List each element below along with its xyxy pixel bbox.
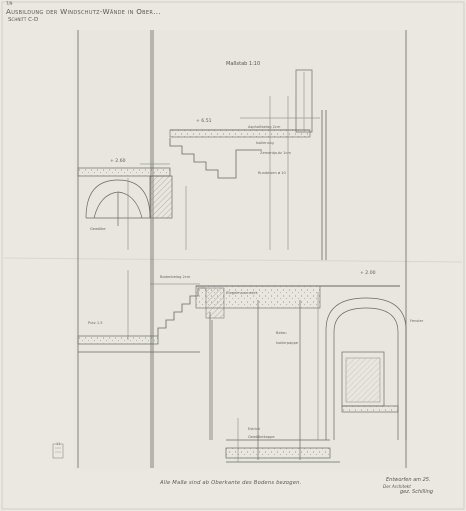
annotation-c: Zementputz 1cm — [260, 151, 291, 155]
upper-dimensions — [127, 96, 320, 250]
lower-stair — [157, 287, 206, 336]
lower-dimensions — [127, 270, 319, 462]
scale-label: Maßstab 1:10 — [226, 61, 261, 67]
annotation-b: Isolierung — [256, 141, 274, 145]
bottom-note: Alle Maße sind ab Oberkante des Bodens b… — [160, 480, 302, 486]
annotation-l: Gewölbekappe — [248, 435, 275, 439]
annotation-e: Gewölbe — [90, 227, 106, 231]
drawing-subtitle: Schnitt C-D — [8, 17, 39, 23]
upper-slab — [169, 69, 313, 138]
annotation-f: Bodenbelag 2cm — [160, 275, 191, 279]
upper-stair — [169, 138, 262, 179]
upper-vault — [77, 167, 173, 226]
elevation-left-mid: + 2.60 — [110, 159, 126, 164]
overlay-sheet — [74, 30, 410, 470]
annotation-g: Putz 1.5 — [88, 321, 103, 325]
fold-crease — [3, 257, 463, 263]
lower-arch — [325, 297, 407, 440]
elevation-right-mid: + 2.00 — [360, 271, 376, 276]
elevation-top: + 6.51 — [196, 119, 212, 124]
signature-line-1: Entworfen am 25. — [386, 477, 431, 483]
drawing-title: Ausbildung der Windschutz-Wände in Ober.… — [6, 7, 161, 16]
registry-stamp — [52, 443, 64, 459]
lower-floors — [77, 300, 340, 463]
signature-line-3: gez. Schilling — [400, 489, 434, 495]
fold-mark: 11 — [56, 442, 61, 446]
lower-slab — [195, 285, 400, 319]
signature-line-2: Der Architekt — [383, 484, 411, 489]
annotation-h: Ziegelmauerwerk — [226, 291, 258, 295]
annotation-d: Rundeisen ø 10 — [258, 171, 286, 175]
annotation-a: Asphaltbelag 2cm — [248, 125, 281, 129]
annotation-j: Isolierpappe — [276, 341, 299, 345]
annotation-i: Beton — [276, 331, 287, 335]
annotation-k: Estrich — [248, 427, 261, 431]
annotation-m: Fenster — [410, 319, 424, 323]
corner-mark: 7/9 — [6, 1, 13, 6]
